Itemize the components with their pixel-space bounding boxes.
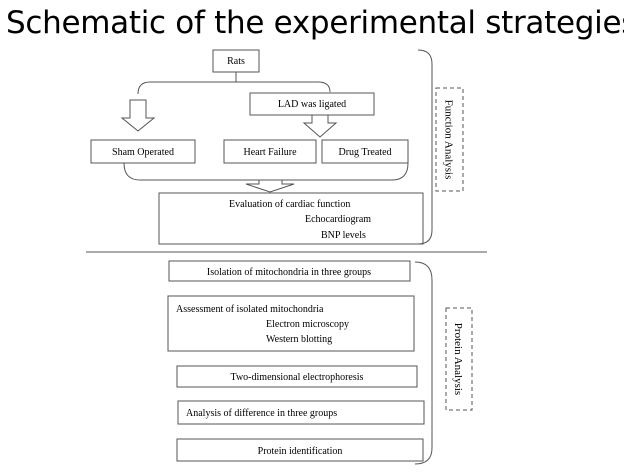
- isolation-label: Isolation of mitochondria in three group…: [207, 267, 371, 278]
- drug-treated-box: [321, 139, 409, 164]
- lad-label: LAD was ligated: [278, 99, 346, 110]
- identification-box: [176, 438, 424, 462]
- difference-box: [177, 400, 425, 425]
- assessment-line2: Electron microscopy: [266, 319, 349, 330]
- assessment-box: [167, 295, 415, 352]
- sham-box: [90, 139, 196, 164]
- split-bracket: [137, 81, 331, 95]
- heart-failure-label: Heart Failure: [243, 147, 297, 158]
- sham-label: Sham Operated: [112, 147, 174, 158]
- identification-label: Protein identification: [258, 446, 343, 457]
- assessment-line1: Assessment of isolated mitochondria: [176, 304, 324, 315]
- arrow-to-groups-icon: [302, 114, 338, 138]
- evaluation-box: [158, 192, 424, 245]
- evaluation-line3: BNP levels: [321, 230, 366, 241]
- function-analysis-label: Function Analysis: [443, 100, 455, 180]
- protein-brace: [414, 261, 433, 465]
- assessment-line3: Western blotting: [266, 334, 332, 345]
- rats-label: Rats: [227, 56, 245, 67]
- merge-bracket: [123, 162, 409, 181]
- protein-analysis-label: Protein Analysis: [452, 323, 464, 395]
- evaluation-line1: Evaluation of cardiac function: [229, 199, 350, 210]
- heart-failure-box: [223, 139, 317, 164]
- function-analysis-box: [435, 87, 464, 192]
- protein-analysis-box: [445, 307, 473, 411]
- evaluation-line2: Echocardiogram: [305, 214, 371, 225]
- diagram-title: Schematic of the experimental strategies: [6, 5, 624, 41]
- function-brace: [417, 49, 433, 245]
- electrophoresis-label: Two-dimensional electrophoresis: [231, 372, 364, 383]
- difference-label: Analysis of difference in three groups: [186, 408, 337, 419]
- arrow-to-evaluation-icon: [245, 179, 295, 193]
- isolation-box: [168, 260, 411, 282]
- electrophoresis-box: [176, 365, 418, 388]
- arrow-to-sham-icon: [120, 99, 156, 132]
- drug-treated-label: Drug Treated: [338, 147, 391, 158]
